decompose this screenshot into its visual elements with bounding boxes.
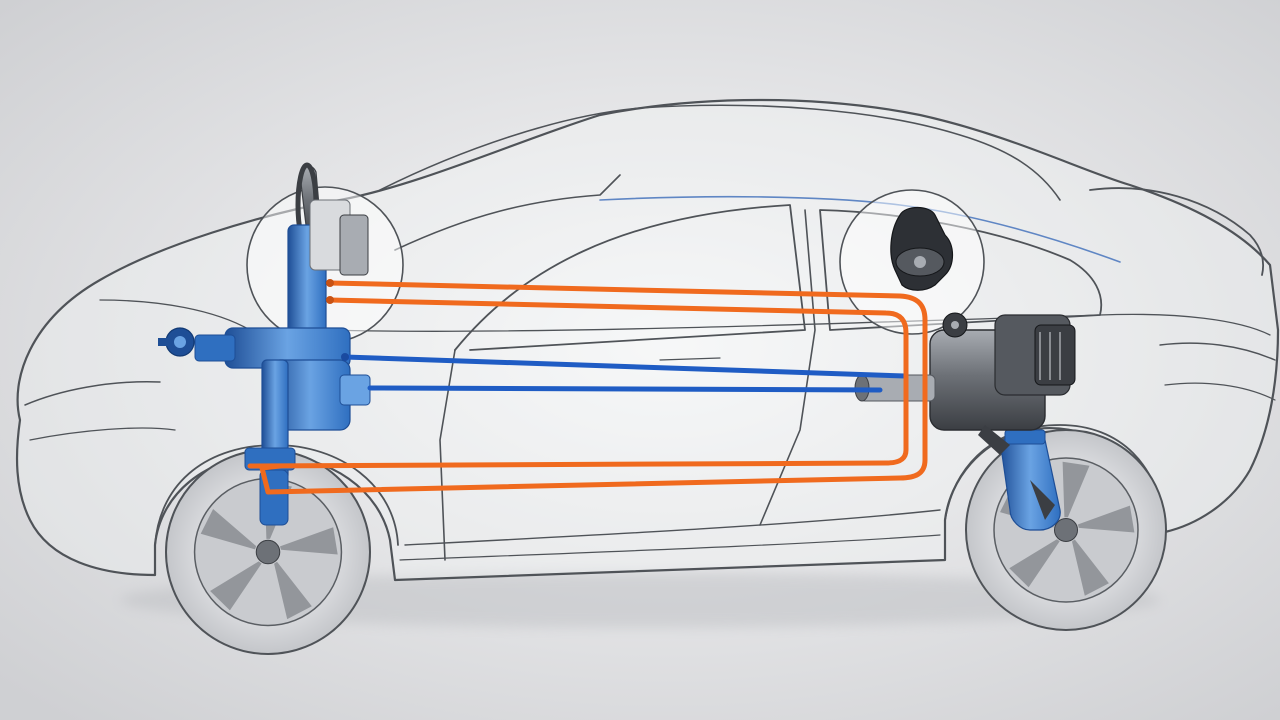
wheel-spoke xyxy=(280,527,338,555)
hub-cap xyxy=(1053,517,1079,543)
rear-drive-unit xyxy=(854,312,1076,455)
wheel-spoke xyxy=(1009,539,1060,588)
wheel-spoke xyxy=(1072,539,1109,596)
upper-orange-line xyxy=(259,280,928,495)
front-axle-module xyxy=(158,327,371,431)
rear-wheel xyxy=(965,429,1167,631)
wheel-spoke xyxy=(210,561,262,611)
lower-orange-line xyxy=(247,297,909,469)
line-fittings xyxy=(326,279,349,361)
connection-lines xyxy=(247,280,928,495)
hub-cap xyxy=(255,539,281,565)
wheel-spoke xyxy=(274,561,312,620)
rear-air-spring xyxy=(890,206,1061,531)
upper-blue-line xyxy=(342,354,908,379)
lower-blue-line xyxy=(367,385,883,393)
ground-shadow xyxy=(120,572,1160,628)
wheel-spoke xyxy=(1077,505,1135,533)
wheel-spoke xyxy=(200,509,257,550)
wheel-spoke xyxy=(1062,461,1090,518)
